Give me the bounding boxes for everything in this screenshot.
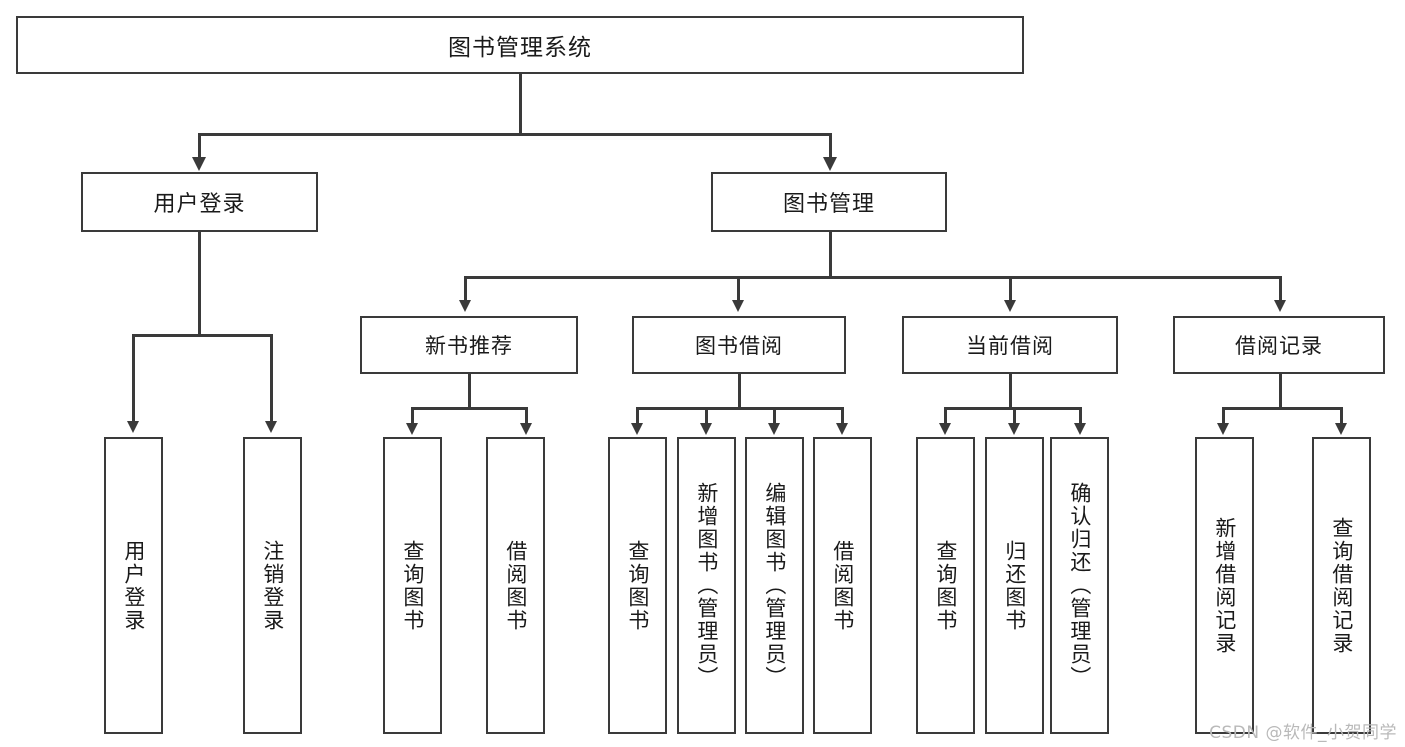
connector-bb-drop-1 bbox=[636, 407, 639, 425]
connector-root-stem bbox=[519, 74, 522, 134]
node-leaf-add-book[interactable]: 新增图书（管理员） bbox=[677, 437, 736, 734]
arrow-to-leaf-query-book-1 bbox=[406, 423, 418, 435]
connector-book-manage-stem bbox=[829, 232, 832, 277]
connector-cb-drop-2 bbox=[1013, 407, 1016, 425]
node-leaf-return-book[interactable]: 归还图书 bbox=[985, 437, 1044, 734]
node-book-borrow[interactable]: 图书借阅 bbox=[632, 316, 846, 374]
node-leaf-borrow-book-1[interactable]: 借阅图书 bbox=[486, 437, 545, 734]
connector-root-to-user-login bbox=[198, 133, 201, 159]
connector-book-manage-bus bbox=[464, 276, 1279, 279]
connector-root-to-book-manage bbox=[829, 133, 832, 159]
node-label: 注销登录 bbox=[260, 539, 285, 632]
arrow-to-current-borrow bbox=[1004, 300, 1016, 312]
node-label: 确认归还（管理员） bbox=[1067, 482, 1092, 689]
arrow-to-leaf-query-book-3 bbox=[939, 423, 951, 435]
node-label: 新增图书（管理员） bbox=[694, 482, 719, 689]
node-leaf-query-book-1[interactable]: 查询图书 bbox=[383, 437, 442, 734]
arrow-to-leaf-return-book bbox=[1008, 423, 1020, 435]
node-label: 新增借阅记录 bbox=[1212, 516, 1237, 655]
arrow-to-leaf-edit-book bbox=[768, 423, 780, 435]
node-label: 图书管理 bbox=[782, 192, 875, 217]
arrow-to-leaf-borrow-book-2 bbox=[836, 423, 848, 435]
connector-user-login-drop-1 bbox=[132, 334, 135, 423]
arrow-to-book-borrow bbox=[732, 300, 744, 312]
connector-new-book-recommend-bus bbox=[411, 407, 525, 410]
arrow-to-leaf-add-record bbox=[1217, 423, 1229, 435]
node-leaf-edit-book[interactable]: 编辑图书（管理员） bbox=[745, 437, 804, 734]
connector-book-borrow-stem bbox=[738, 374, 741, 408]
connector-to-borrow-record bbox=[1279, 276, 1282, 302]
connector-borrow-record-stem bbox=[1279, 374, 1282, 408]
connector-user-login-bus bbox=[132, 334, 270, 337]
connector-bb-drop-4 bbox=[841, 407, 844, 425]
arrow-to-leaf-user-logout bbox=[265, 421, 277, 433]
arrow-to-leaf-query-book-2 bbox=[631, 423, 643, 435]
arrow-to-leaf-add-book bbox=[700, 423, 712, 435]
node-root-book-management-system[interactable]: 图书管理系统 bbox=[16, 16, 1024, 74]
node-book-manage[interactable]: 图书管理 bbox=[711, 172, 947, 232]
connector-current-borrow-bus bbox=[944, 407, 1081, 410]
node-new-book-recommend[interactable]: 新书推荐 bbox=[360, 316, 578, 374]
node-label: 查询图书 bbox=[933, 539, 958, 632]
node-leaf-add-record[interactable]: 新增借阅记录 bbox=[1195, 437, 1254, 734]
connector-cb-drop-3 bbox=[1079, 407, 1082, 425]
node-label: 用户登录 bbox=[121, 539, 146, 632]
connector-borrow-record-bus bbox=[1222, 407, 1342, 410]
connector-to-book-borrow bbox=[737, 276, 740, 302]
connector-to-current-borrow bbox=[1009, 276, 1012, 302]
arrow-root-to-book-manage bbox=[823, 157, 837, 171]
node-label: 归还图书 bbox=[1002, 539, 1027, 632]
node-user-login[interactable]: 用户登录 bbox=[81, 172, 318, 232]
connector-user-login-stem bbox=[198, 232, 201, 335]
node-leaf-borrow-book-2[interactable]: 借阅图书 bbox=[813, 437, 872, 734]
connector-nbr-drop-1 bbox=[411, 407, 414, 425]
arrow-to-leaf-user-login bbox=[127, 421, 139, 433]
connector-cb-drop-1 bbox=[944, 407, 947, 425]
node-leaf-confirm-return[interactable]: 确认归还（管理员） bbox=[1050, 437, 1109, 734]
connector-nbr-drop-2 bbox=[525, 407, 528, 425]
arrow-to-leaf-query-record bbox=[1335, 423, 1347, 435]
connector-br-drop-2 bbox=[1340, 407, 1343, 425]
node-label: 新书推荐 bbox=[425, 334, 513, 358]
node-leaf-query-book-2[interactable]: 查询图书 bbox=[608, 437, 667, 734]
node-label: 图书管理系统 bbox=[448, 35, 592, 61]
node-leaf-user-login[interactable]: 用户登录 bbox=[104, 437, 163, 734]
connector-book-borrow-bus bbox=[636, 407, 843, 410]
node-leaf-query-record[interactable]: 查询借阅记录 bbox=[1312, 437, 1371, 734]
node-label: 借阅图书 bbox=[503, 539, 528, 632]
node-label: 用户登录 bbox=[153, 192, 246, 217]
node-borrow-record[interactable]: 借阅记录 bbox=[1173, 316, 1385, 374]
node-label: 编辑图书（管理员） bbox=[762, 482, 787, 689]
connector-root-bus bbox=[198, 133, 831, 136]
node-leaf-user-logout[interactable]: 注销登录 bbox=[243, 437, 302, 734]
arrow-to-borrow-record bbox=[1274, 300, 1286, 312]
node-label: 借阅图书 bbox=[830, 539, 855, 632]
node-label: 图书借阅 bbox=[695, 334, 783, 358]
arrow-root-to-user-login bbox=[192, 157, 206, 171]
arrow-to-leaf-borrow-book-1 bbox=[520, 423, 532, 435]
connector-current-borrow-stem bbox=[1009, 374, 1012, 408]
node-label: 当前借阅 bbox=[966, 334, 1054, 358]
node-label: 查询图书 bbox=[625, 539, 650, 632]
connector-bb-drop-2 bbox=[705, 407, 708, 425]
node-current-borrow[interactable]: 当前借阅 bbox=[902, 316, 1118, 374]
connector-bb-drop-3 bbox=[773, 407, 776, 425]
node-label: 借阅记录 bbox=[1235, 334, 1323, 358]
connector-user-login-drop-2 bbox=[270, 334, 273, 423]
node-label: 查询图书 bbox=[400, 539, 425, 632]
connector-new-book-recommend-stem bbox=[468, 374, 471, 408]
connector-br-drop-1 bbox=[1222, 407, 1225, 425]
node-label: 查询借阅记录 bbox=[1329, 516, 1354, 655]
node-leaf-query-book-3[interactable]: 查询图书 bbox=[916, 437, 975, 734]
connector-to-new-book-recommend bbox=[464, 276, 467, 302]
arrow-to-new-book-recommend bbox=[459, 300, 471, 312]
arrow-to-leaf-confirm-return bbox=[1074, 423, 1086, 435]
